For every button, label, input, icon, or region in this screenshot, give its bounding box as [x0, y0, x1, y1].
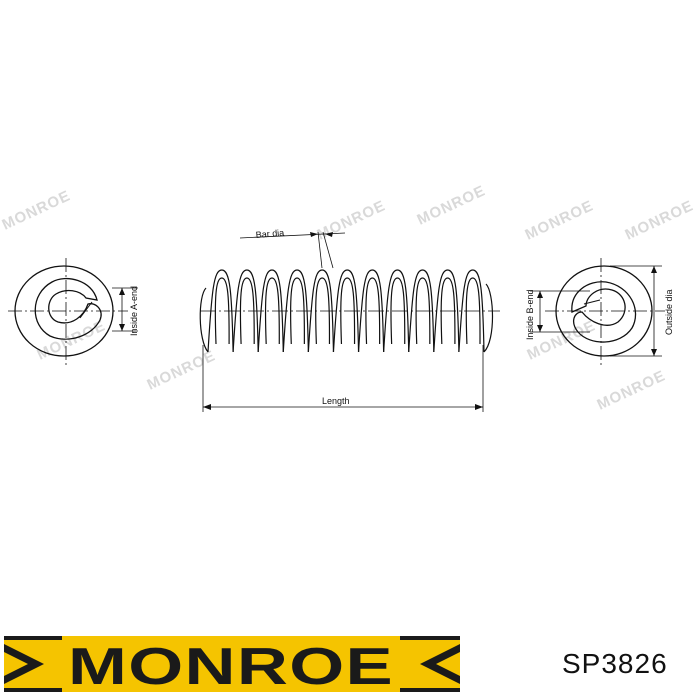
coil-turn — [307, 269, 335, 353]
coil-turn — [383, 269, 410, 353]
outside-arrow-down — [651, 349, 657, 356]
watermark-3: MONROE — [315, 197, 389, 243]
coil-turn-inner — [239, 277, 255, 345]
length-arrow-left — [203, 404, 211, 410]
monroe-logo: MONROE — [4, 636, 460, 696]
inner-coil-a — [34, 277, 102, 340]
watermark-6: MONROE — [623, 197, 697, 243]
spring-side-view — [199, 231, 500, 412]
coil-turn-inner — [315, 277, 331, 345]
coil-end-right — [483, 283, 494, 353]
spring-coils — [199, 269, 494, 353]
length-label: Length — [322, 396, 350, 406]
end-view-b — [530, 258, 665, 365]
coil-turn — [408, 269, 435, 353]
bar-dia-tick-1 — [317, 231, 323, 269]
watermark-7: MONROE — [145, 347, 219, 393]
outer-coil-a — [14, 265, 114, 357]
length-arrow-right — [475, 404, 483, 410]
logo-chevron-right — [420, 644, 460, 684]
coil-turn-inner — [290, 277, 305, 345]
coil-end-a — [79, 301, 93, 319]
inner-coil-b — [571, 281, 637, 343]
coil-turn-inner — [365, 277, 381, 345]
coil-turn — [433, 269, 460, 353]
outside-dia-label: Outside dia — [664, 289, 674, 335]
inside-a-end-label: Inside A-end — [129, 286, 139, 336]
logo-chevron-left — [4, 644, 44, 684]
logo-wordmark: MONROE — [68, 638, 394, 696]
bar-dia-tick-2 — [322, 231, 334, 269]
coil-turn — [332, 269, 360, 353]
dim-arrow-up-a — [119, 288, 125, 295]
bar-dia-arrow-1 — [310, 232, 318, 237]
outer-coil-b — [555, 265, 653, 357]
end-view-a — [8, 258, 138, 365]
coil-turn-inner — [214, 277, 230, 345]
coil-turn-inner — [465, 277, 481, 345]
coil-turn — [357, 269, 385, 353]
coil-turn-inner — [390, 277, 406, 345]
coil-turn — [207, 269, 234, 353]
coil-turn — [257, 269, 284, 353]
coil-turn-inner — [440, 277, 456, 345]
coil-turn-inner — [340, 277, 356, 345]
coil-end-left — [199, 287, 209, 353]
coil-turn-inner — [264, 277, 280, 345]
coil-turn — [458, 269, 485, 353]
coil-end-b — [583, 299, 601, 305]
dim-arrow-up-b — [537, 291, 543, 298]
watermark-9: MONROE — [525, 317, 599, 363]
watermark-group: MONROE MONROE MONROE MONROE MONROE MONRO… — [0, 182, 696, 413]
logo-band-center — [62, 636, 400, 692]
coil-turn — [282, 269, 309, 353]
watermark-5: MONROE — [523, 197, 597, 243]
dim-arrow-down-b — [537, 325, 543, 332]
part-number: SP3826 — [562, 648, 668, 679]
watermark-1: MONROE — [0, 187, 73, 233]
bar-dia-label: Bar dia — [255, 228, 284, 240]
inside-b-end-label: Inside B-end — [525, 289, 535, 340]
bar-dia-arrow-2 — [325, 232, 333, 237]
coil-turn-inner — [415, 277, 431, 345]
watermark-4: MONROE — [415, 182, 489, 228]
coil-turn — [232, 269, 259, 353]
outside-arrow-up — [651, 266, 657, 273]
watermark-8: MONROE — [595, 367, 669, 413]
dim-arrow-down-a — [119, 324, 125, 331]
